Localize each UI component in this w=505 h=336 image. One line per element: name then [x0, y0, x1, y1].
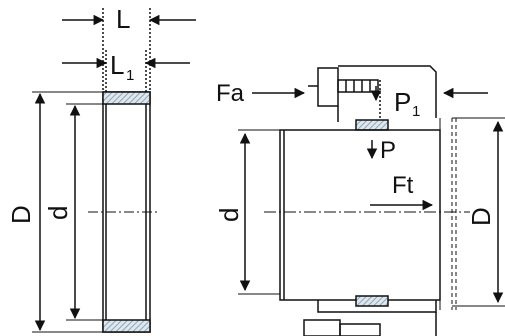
top-bolt-head	[317, 67, 339, 107]
bottom-bolt-head	[303, 319, 341, 336]
label-Fa: Fa	[216, 80, 245, 107]
label-P: P	[380, 137, 396, 164]
label-Ft: Ft	[392, 172, 414, 199]
bottom-ring-section	[355, 295, 389, 307]
top-bolt-shank	[337, 79, 379, 93]
label-D-right: D	[466, 207, 496, 226]
label-P1-subscript: 1	[412, 103, 420, 120]
left-ring-view	[32, 8, 196, 333]
label-L1: L	[110, 50, 124, 80]
right-assembly-view	[238, 65, 505, 336]
top-clamp-outline	[338, 65, 437, 118]
label-d-left: d	[43, 206, 73, 220]
shaft-body	[279, 129, 441, 301]
label-L: L	[116, 4, 130, 34]
label-d-right: d	[214, 208, 244, 222]
ring-section-top	[102, 91, 151, 105]
ring-section-bottom	[102, 319, 151, 333]
label-P1: P	[394, 87, 411, 117]
label-D-left: D	[6, 205, 36, 224]
top-ring-section	[355, 119, 389, 131]
label-L1-subscript: 1	[126, 67, 134, 84]
